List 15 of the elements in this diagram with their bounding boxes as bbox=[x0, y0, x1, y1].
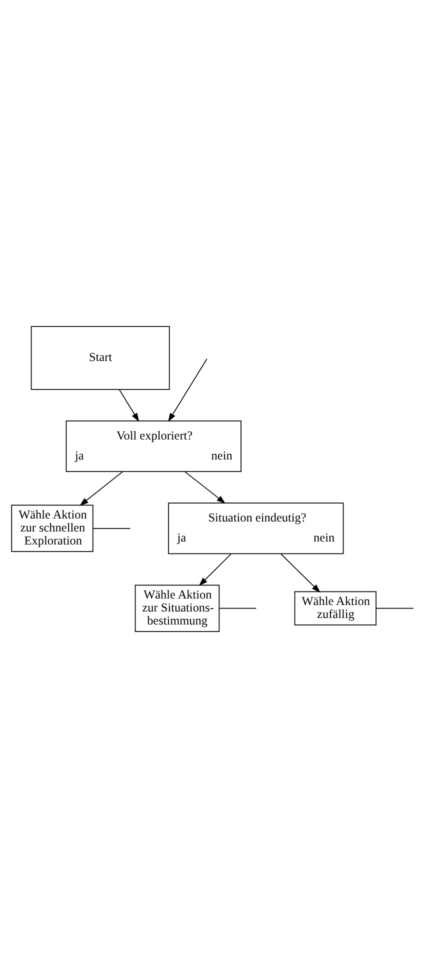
arrow bbox=[168, 358, 208, 422]
arrow bbox=[80, 471, 124, 506]
arrow bbox=[280, 554, 320, 593]
node-box: Situation eindeutig? ja nein bbox=[168, 502, 344, 554]
arrow bbox=[198, 554, 232, 586]
arrow bbox=[184, 471, 226, 504]
arrow bbox=[118, 389, 140, 422]
connector bbox=[92, 528, 131, 529]
node-box: Wähle Aktion zufällig bbox=[294, 591, 376, 626]
node-box: Start bbox=[30, 326, 170, 390]
connector bbox=[376, 608, 414, 609]
node-box: Wähle Aktion zur Situations- bestimmung bbox=[134, 584, 220, 632]
connector bbox=[219, 608, 257, 609]
node-box: Wähle Aktion zur schnellen Exploration bbox=[11, 504, 94, 552]
node-box: Voll exploriert? ja nein bbox=[66, 420, 242, 472]
